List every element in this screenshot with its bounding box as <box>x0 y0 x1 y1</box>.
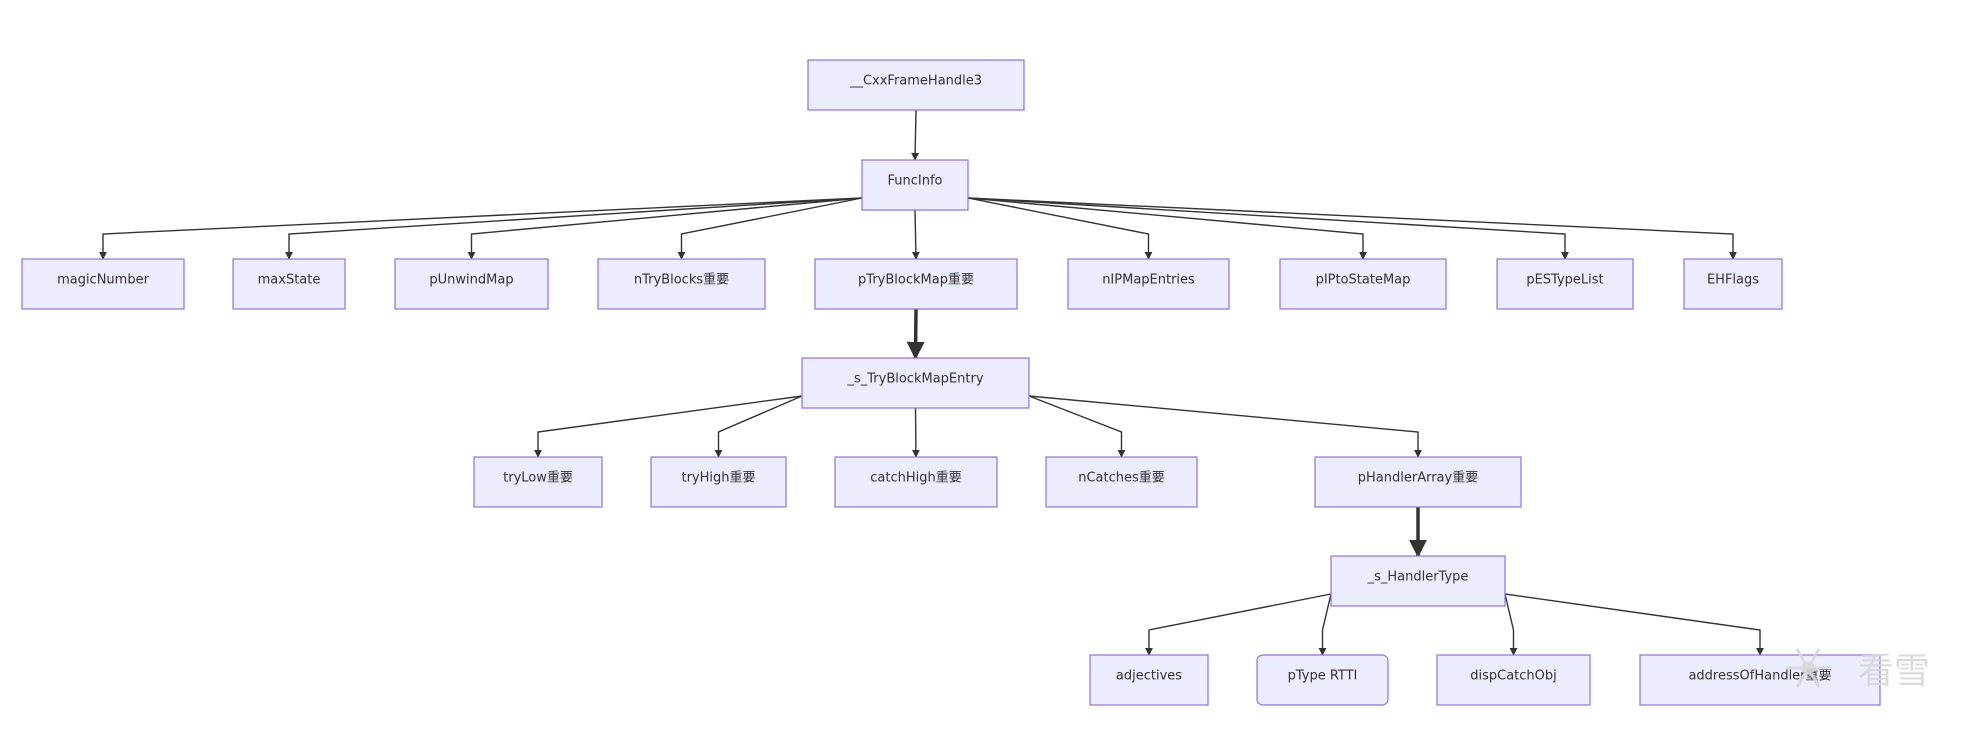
node-label: _s_TryBlockMapEntry <box>846 372 983 387</box>
node-catchhigh: catchHigh重要 <box>834 456 998 508</box>
node-label: nCatches重要 <box>1078 470 1165 486</box>
edge-handlertype-to-adjectives <box>1145 593 1332 656</box>
node-label: __CxxFrameHandle3 <box>849 74 982 89</box>
node-box <box>861 159 969 211</box>
edge-funcinfo-to-pestype <box>967 197 1569 260</box>
node-box <box>1089 654 1209 706</box>
edge-trymapentry-to-catchhigh <box>911 407 920 458</box>
node-nipmap: nIPMapEntries <box>1067 258 1230 310</box>
node-pestype: pESTypeList <box>1496 258 1634 310</box>
node-box <box>473 456 603 508</box>
node-label: magicNumber <box>57 273 150 288</box>
edges-layer <box>99 109 1764 656</box>
edge-trymapentry-to-trylow <box>534 395 803 458</box>
node-ehflags: EHFlags <box>1683 258 1783 310</box>
node-box <box>1256 654 1389 706</box>
node-label: catchHigh重要 <box>870 470 961 486</box>
node-adjectives: adjectives <box>1089 654 1209 706</box>
node-trymapentry: _s_TryBlockMapEntry <box>801 357 1030 409</box>
node-box <box>232 258 346 310</box>
node-trylow: tryLow重要 <box>473 456 603 508</box>
edge-funcinfo-to-ntry <box>677 197 863 260</box>
node-box <box>1314 456 1522 508</box>
node-piptostate: pIPtoStateMap <box>1279 258 1447 310</box>
node-punwind: pUnwindMap <box>394 258 549 310</box>
node-ntry: nTryBlocks重要 <box>597 258 766 310</box>
edge-trymapentry-to-phandler <box>1028 395 1422 458</box>
edge-funcinfo-to-piptostate <box>967 197 1367 260</box>
node-funcinfo: FuncInfo <box>861 159 969 211</box>
edge-handlertype-to-ptype <box>1318 593 1332 656</box>
edge-trymapentry-to-tryhigh <box>714 395 803 458</box>
node-label: dispCatchObj <box>1470 669 1557 684</box>
node-label: pType RTTI <box>1288 669 1358 684</box>
node-label: pTryBlockMap重要 <box>858 272 974 288</box>
node-label: adjectives <box>1116 669 1182 684</box>
node-box <box>1045 456 1198 508</box>
node-box <box>1639 654 1881 706</box>
edge-handlertype-to-addrhandler <box>1504 593 1764 656</box>
node-label: tryHigh重要 <box>681 470 755 486</box>
node-ptrymap: pTryBlockMap重要 <box>814 258 1018 310</box>
node-box <box>1067 258 1230 310</box>
node-magic: magicNumber <box>21 258 185 310</box>
node-cxx: __CxxFrameHandle3 <box>807 59 1025 111</box>
node-box <box>1436 654 1591 706</box>
edge-funcinfo-to-ptrymap <box>911 209 920 260</box>
watermark: 看雪 <box>1786 648 1930 692</box>
node-maxstate: maxState <box>232 258 346 310</box>
node-handlertype: _s_HandlerType <box>1330 555 1506 607</box>
node-box <box>1330 555 1506 607</box>
node-box <box>650 456 787 508</box>
node-addrhandler: addressOfHandler重要 <box>1639 654 1881 706</box>
node-label: pUnwindMap <box>429 273 513 288</box>
node-label: nTryBlocks重要 <box>634 272 729 288</box>
node-box <box>597 258 766 310</box>
edge-funcinfo-to-ehflags <box>967 197 1737 260</box>
node-dispcatch: dispCatchObj <box>1436 654 1591 706</box>
edge-handlertype-to-dispcatch <box>1504 593 1518 656</box>
snowflake-icon <box>1786 648 1830 688</box>
node-box <box>807 59 1025 111</box>
node-label: nIPMapEntries <box>1102 273 1195 288</box>
node-label: EHFlags <box>1707 273 1759 288</box>
node-label: maxState <box>258 273 321 288</box>
node-ncatches: nCatches重要 <box>1045 456 1198 508</box>
node-box <box>21 258 185 310</box>
edge-trymapentry-to-ncatches <box>1028 395 1126 458</box>
edge-funcinfo-to-punwind <box>467 197 863 260</box>
node-label: _s_HandlerType <box>1367 570 1469 585</box>
node-box <box>1279 258 1447 310</box>
node-box <box>1683 258 1783 310</box>
node-box <box>814 258 1018 310</box>
node-box <box>801 357 1030 409</box>
node-box <box>394 258 549 310</box>
node-label: pIPtoStateMap <box>1316 273 1411 288</box>
edge-funcinfo-to-nipmap <box>967 197 1153 260</box>
watermark-text: 看雪 <box>1858 651 1930 692</box>
node-label: tryLow重要 <box>503 470 573 486</box>
node-label: addressOfHandler重要 <box>1688 668 1831 684</box>
node-label: pESTypeList <box>1526 273 1603 288</box>
node-label: FuncInfo <box>888 174 943 189</box>
node-box <box>1496 258 1634 310</box>
edge-funcinfo-to-maxstate <box>285 197 863 260</box>
node-label: pHandlerArray重要 <box>1358 470 1478 486</box>
node-box <box>834 456 998 508</box>
node-tryhigh: tryHigh重要 <box>650 456 787 508</box>
node-phandler: pHandlerArray重要 <box>1314 456 1522 508</box>
edge-ptrymap-to-trymapentry <box>906 308 925 360</box>
edge-cxx-to-funcinfo <box>911 109 920 161</box>
node-ptype: pType RTTI <box>1256 654 1389 706</box>
edge-funcinfo-to-magic <box>99 197 863 260</box>
